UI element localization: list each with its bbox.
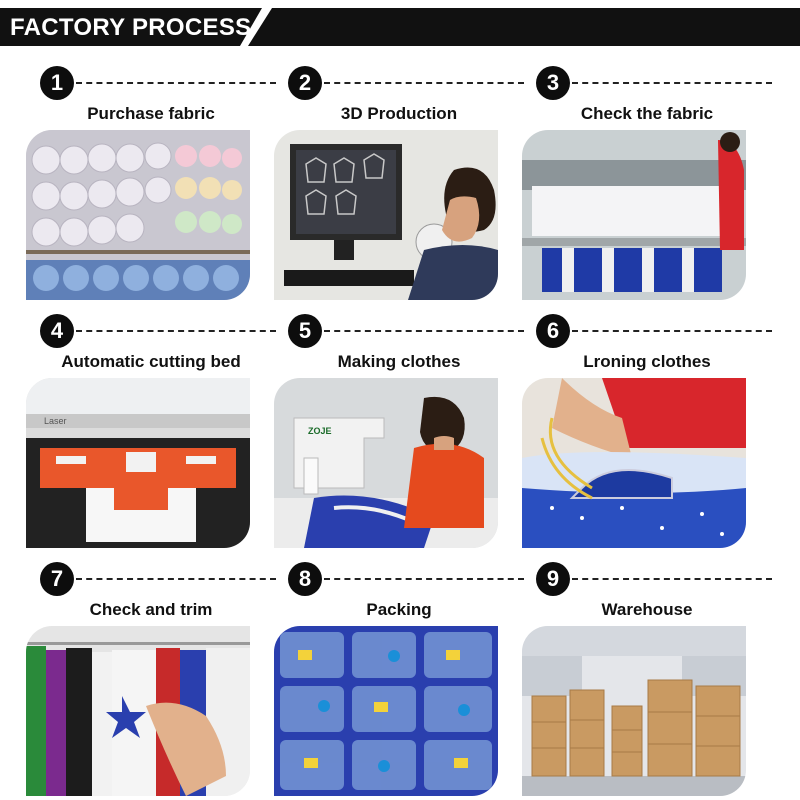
step-label: Check the fabric bbox=[580, 104, 714, 123]
dashed-divider bbox=[76, 330, 276, 332]
3d-design-photo bbox=[274, 130, 498, 300]
step-5: 5 Making clothes ZOJE bbox=[274, 314, 524, 548]
step-label: Warehouse bbox=[601, 600, 693, 619]
dashed-divider bbox=[572, 330, 772, 332]
step-8: 8 Packing bbox=[274, 562, 524, 796]
step-label: Making clothes bbox=[337, 352, 461, 371]
step-1: 1 Purchase fabric bbox=[26, 66, 276, 300]
trimming-photo bbox=[26, 626, 250, 796]
laser-cutting-photo: Laser bbox=[26, 378, 250, 548]
machine-brand-label: ZOJE bbox=[308, 426, 332, 436]
step-number: 4 bbox=[40, 314, 74, 348]
step-label: Packing bbox=[366, 600, 432, 619]
laser-label: Laser bbox=[44, 416, 67, 426]
header-bar-right bbox=[248, 8, 800, 46]
sewing-photo: ZOJE bbox=[274, 378, 498, 548]
step-label: 3D Production bbox=[340, 104, 458, 123]
step-number: 7 bbox=[40, 562, 74, 596]
fabric-inspection-photo bbox=[522, 130, 746, 300]
dashed-divider bbox=[324, 82, 524, 84]
step-label: Automatic cutting bed bbox=[61, 352, 241, 371]
step-3: 3 Check the fabric bbox=[522, 66, 772, 300]
step-label: Purchase fabric bbox=[87, 104, 215, 123]
dashed-divider bbox=[572, 578, 772, 580]
dashed-divider bbox=[572, 82, 772, 84]
dashed-divider bbox=[324, 578, 524, 580]
step-number: 8 bbox=[288, 562, 322, 596]
page-title: FACTORY PROCESS bbox=[10, 14, 252, 41]
dashed-divider bbox=[324, 330, 524, 332]
step-number: 1 bbox=[40, 66, 74, 100]
step-number: 9 bbox=[536, 562, 570, 596]
step-6: 6 Lroning clothes bbox=[522, 314, 772, 548]
step-7: 7 Check and trim bbox=[26, 562, 276, 796]
dashed-divider bbox=[76, 82, 276, 84]
dashed-divider bbox=[76, 578, 276, 580]
step-2: 2 3D Production bbox=[274, 66, 524, 300]
step-number: 6 bbox=[536, 314, 570, 348]
step-4: 4 Automatic cutting bed Laser bbox=[26, 314, 276, 548]
step-number: 2 bbox=[288, 66, 322, 100]
fabric-rolls-photo bbox=[26, 130, 250, 300]
page-header: FACTORY PROCESS bbox=[0, 8, 800, 46]
step-number: 3 bbox=[536, 66, 570, 100]
packing-photo bbox=[274, 626, 498, 796]
step-number: 5 bbox=[288, 314, 322, 348]
header-bar-left bbox=[0, 8, 262, 46]
ironing-photo bbox=[522, 378, 746, 548]
step-label: Lroning clothes bbox=[583, 352, 711, 371]
step-label: Check and trim bbox=[89, 600, 213, 619]
warehouse-photo bbox=[522, 626, 746, 796]
step-9: 9 Warehouse bbox=[522, 562, 772, 796]
